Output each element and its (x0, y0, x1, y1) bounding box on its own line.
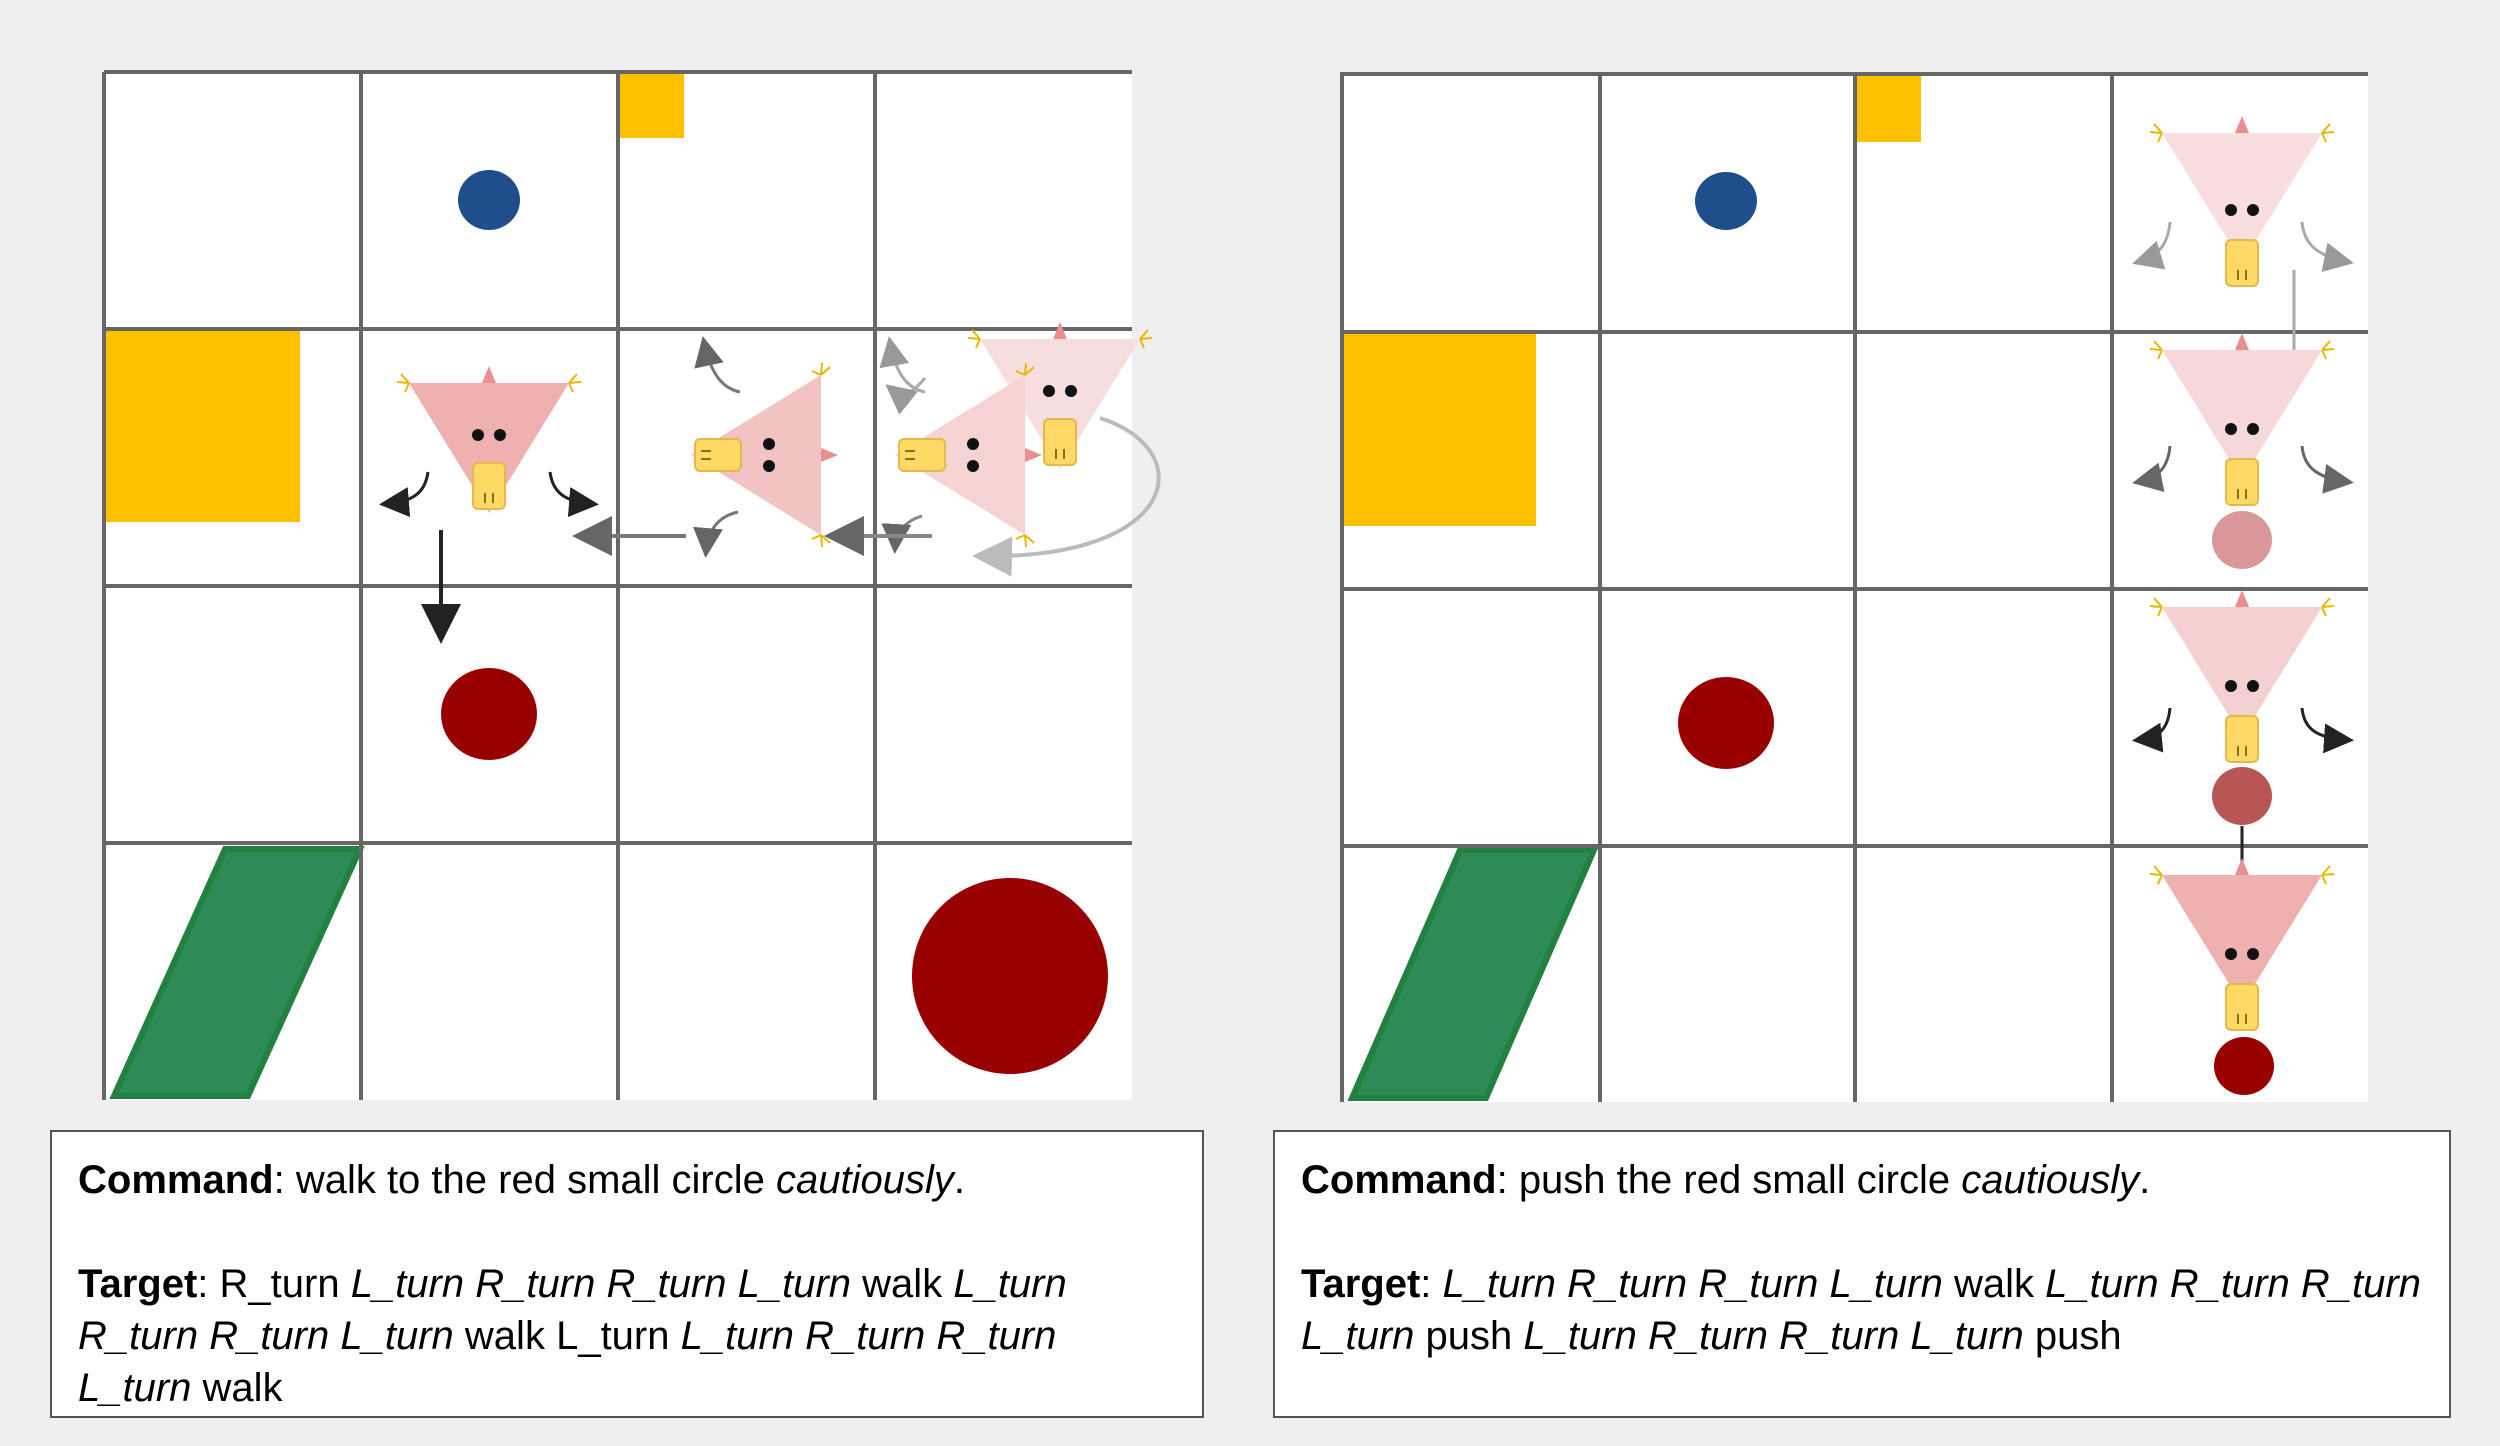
action-token: walk (862, 1262, 943, 1306)
agent-start-faded (967, 321, 1153, 470)
action-token: L_turn (953, 1262, 1067, 1306)
action-token: L_turn (340, 1314, 454, 1358)
pushed-circle-mid (2212, 767, 2272, 825)
pushed-circle-final (2214, 1037, 2274, 1095)
green-parallelogram (1347, 847, 1599, 1101)
blue-small-circle (458, 170, 520, 230)
action-token: R_turn (219, 1262, 340, 1306)
turn-arrow-c3-down (693, 510, 739, 558)
left-grid-lines (102, 70, 1132, 1100)
agent-row2 (2149, 333, 2335, 506)
action-token: R_turn (1698, 1262, 1819, 1306)
command-label: Command (78, 1158, 274, 1202)
command-text: push the red small circle (1518, 1158, 1962, 1202)
turn-arrow-r2-left (2132, 445, 2172, 492)
right-grid-lines (1340, 72, 2368, 1102)
agent-row4-current (2149, 858, 2335, 1031)
turn-arrow-c2-left (379, 471, 430, 518)
turn-arrow-c2-right (548, 471, 599, 518)
action-token: L_turn (1301, 1314, 1415, 1358)
target-sequence: L_turn R_turn R_turn L_turn walk L_turn … (1301, 1262, 2421, 1358)
action-token: L_turn (350, 1262, 465, 1306)
turn-around-arrow (972, 416, 1161, 577)
right-grid-panel (1340, 72, 2368, 1102)
turn-arrow-r3-left (2132, 707, 2172, 753)
action-token: L_turn (1829, 1262, 1943, 1306)
action-token: push (2034, 1314, 2122, 1358)
turn-arrow-r3-right (2300, 707, 2354, 754)
action-token: L_turn (2045, 1262, 2159, 1306)
action-token: R_turn (936, 1314, 1057, 1358)
red-small-circle (1678, 677, 1774, 769)
action-token: R_turn (209, 1314, 330, 1358)
action-token: R_turn (1779, 1314, 1900, 1358)
turn-arrow-r1-right (2300, 221, 2354, 272)
red-small-circle-target (441, 668, 537, 760)
target-line: Target: L_turn R_turn R_turn L_turn walk… (1301, 1262, 2421, 1358)
agent-left-facing-col4 (895, 362, 1042, 548)
action-token: L_turn (737, 1262, 852, 1306)
command-end: . (2139, 1158, 2151, 1202)
turn-arrow-r1-left (2132, 221, 2172, 270)
turn-arrow-r2-right (2300, 445, 2354, 494)
command-label: Command (1301, 1158, 1497, 1202)
target-label: Target (78, 1262, 198, 1306)
agent-current-down (396, 366, 582, 513)
action-token: walk (202, 1366, 283, 1410)
action-token: L_turn (1442, 1262, 1556, 1306)
action-token: L_turn (1910, 1314, 2024, 1358)
action-token: push (1425, 1314, 1513, 1358)
blue-small-circle (1695, 172, 1757, 230)
action-token: R_turn (606, 1262, 727, 1306)
command-end: . (953, 1158, 965, 1202)
action-token: R_turn (1567, 1262, 1688, 1306)
target-sequence: R_turn L_turn R_turn R_turn L_turn walk … (78, 1262, 1067, 1410)
action-token: R_turn (2169, 1262, 2290, 1306)
left-caption-box: Command: walk to the red small circle ca… (50, 1130, 1204, 1418)
yellow-big-square (1340, 332, 1536, 526)
turn-arrow-c3-up (694, 336, 741, 394)
action-token: R_turn (2300, 1262, 2421, 1306)
action-token: R_turn (1647, 1314, 1769, 1358)
action-token: L_turn (78, 1366, 192, 1410)
action-token: walk (1953, 1262, 2035, 1306)
turn-arrow-c4-up-2 (879, 336, 926, 394)
action-token: walk (464, 1314, 545, 1358)
command-text: walk to the red small circle (295, 1158, 776, 1202)
turn-arrow-c4-up (885, 377, 927, 415)
action-token: L_turn (1523, 1314, 1637, 1358)
action-token: R_turn (805, 1314, 926, 1358)
target-line: Target: R_turn L_turn R_turn R_turn L_tu… (78, 1262, 1067, 1410)
command-adverb: cautiously (775, 1158, 954, 1202)
action-token: L_turn (680, 1314, 795, 1358)
action-token: L_turn (556, 1314, 670, 1358)
action-token: R_turn (78, 1314, 199, 1358)
command-line: Command: walk to the red small circle ca… (78, 1158, 965, 1202)
command-line: Command: push the red small circle cauti… (1301, 1158, 2151, 1202)
pushed-circle-faded (2212, 511, 2272, 569)
right-caption-box: Command: push the red small circle cauti… (1273, 1130, 2451, 1418)
yellow-small-square (1853, 74, 1921, 142)
agent-row3 (2149, 590, 2335, 763)
agent-row1-faded (2149, 116, 2335, 287)
yellow-small-square (616, 72, 684, 138)
command-adverb: cautiously (1961, 1158, 2140, 1202)
red-big-circle (912, 878, 1108, 1074)
action-token: R_turn (475, 1262, 596, 1306)
yellow-big-square (104, 327, 300, 522)
agent-left-facing-col3 (691, 362, 838, 548)
target-label: Target (1301, 1262, 1421, 1306)
left-grid-panel (102, 70, 1161, 1100)
turn-arrow-c4-down (881, 514, 923, 554)
